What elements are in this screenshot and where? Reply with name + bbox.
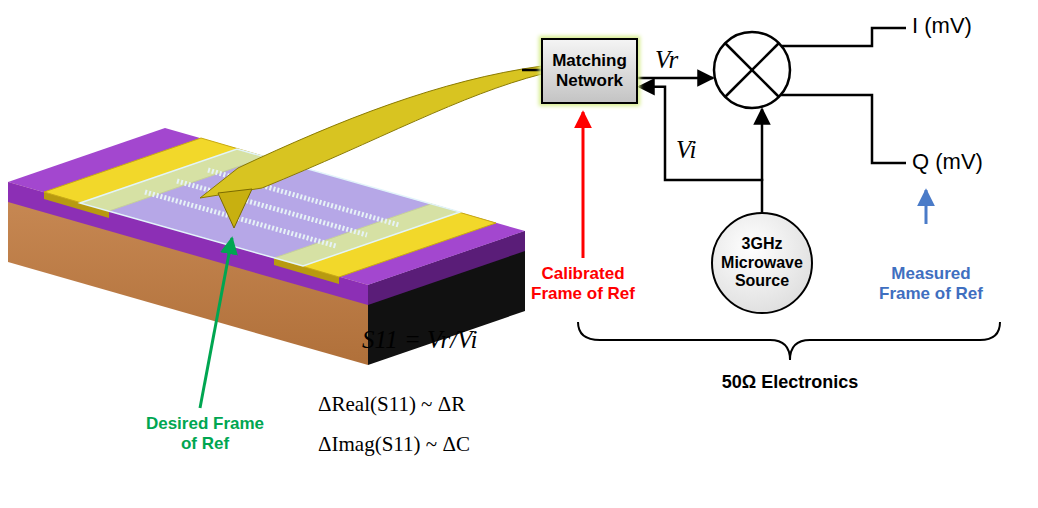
node-text: 3GHz Microwave Source	[718, 235, 806, 290]
probe-cantilever	[200, 66, 542, 198]
output-label: Q (mV)	[912, 149, 983, 175]
mixer-symbol	[714, 32, 790, 108]
equation: ΔReal(S11) ~ ΔR	[318, 392, 465, 417]
signal-connector	[639, 87, 762, 212]
electronics-bracket	[578, 322, 1000, 360]
microwave-source-circle: 3GHz Microwave Source	[711, 212, 813, 314]
frame-label: Measured Frame of Ref	[866, 264, 996, 305]
probe-wire	[522, 69, 541, 72]
nanowire	[177, 181, 367, 235]
frame-label: Calibrated Frame of Ref	[518, 264, 648, 305]
frame-label: Desired Frame of Ref	[140, 414, 270, 455]
probe-tip	[218, 189, 252, 228]
output-label: I (mV)	[912, 13, 972, 39]
mixer-circle	[714, 32, 790, 108]
signal-name: Vr	[655, 46, 678, 74]
matching-network-box: Matching Network	[541, 38, 638, 104]
equation: S11 = Vr/Vi	[362, 326, 477, 354]
equation: ΔImag(S11) ~ ΔC	[318, 432, 470, 457]
mixer-cross	[725, 43, 779, 97]
signal-name: Vi	[676, 136, 696, 164]
node-text: Matching Network	[543, 51, 636, 92]
i-output-wire	[781, 28, 906, 46]
vr-wire	[630, 77, 713, 80]
bracket-label: 50Ω Electronics	[690, 372, 890, 393]
mixer-cross	[725, 43, 779, 97]
desired-arrow	[200, 238, 232, 408]
probe-illustration	[200, 66, 542, 228]
oxide-top	[8, 128, 525, 285]
lo-wire	[761, 109, 764, 181]
measured-arrow	[925, 190, 928, 224]
q-output-wire	[781, 95, 906, 163]
calibrated-arrow	[582, 112, 585, 258]
